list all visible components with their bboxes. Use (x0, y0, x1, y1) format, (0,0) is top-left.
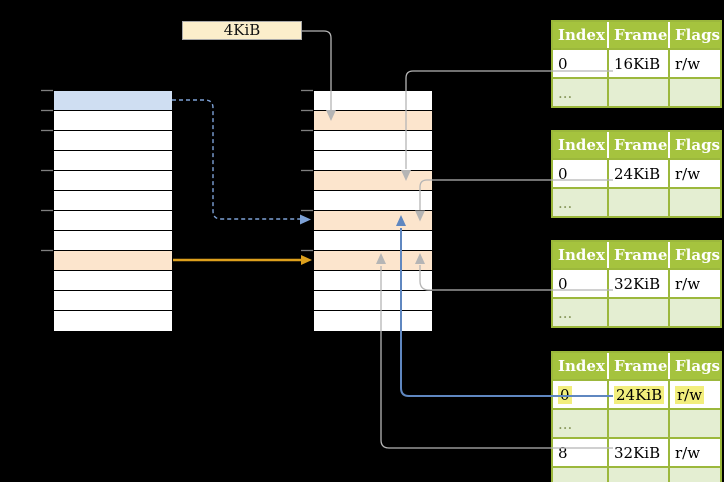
memory-row-white (314, 151, 432, 171)
memory-row-white (314, 311, 432, 331)
connector-virtual-blue-to-frame-24kib (172, 99, 300, 220)
page-table-header-cell: Frame (607, 242, 668, 268)
page-table-cell (607, 410, 668, 437)
page-table-cell: 0 (558, 164, 568, 183)
page-table-cell (668, 79, 720, 106)
memory-row-white (314, 91, 432, 111)
memory-row-orange (314, 211, 432, 231)
page-table-header-cell: Flags (668, 22, 720, 48)
page-table-cell: ... (558, 83, 573, 102)
page-table-row-ellipsis: ... (553, 77, 720, 106)
page-table-header-cell: Frame (607, 22, 668, 48)
arrowhead-virtual-blue-to-frame-24kib (300, 214, 311, 225)
memory-row-orange (314, 111, 432, 131)
page-table-header-cell: Flags (668, 242, 720, 268)
memory-row-white (314, 191, 432, 211)
page-table-header-cell: Index (558, 26, 605, 44)
page-table-cell: r/w (668, 270, 720, 297)
highlighted-value: 0 (558, 385, 572, 404)
page-table-cell: 32KiB (607, 439, 668, 466)
page-table-header-cell: Frame (607, 353, 668, 379)
page-table-cell (607, 189, 668, 216)
page-table-cell (607, 299, 668, 326)
memory-row-white (314, 231, 432, 251)
page-table-cell: 24KiB (607, 160, 668, 187)
page-table-row: 0 24KiB r/w (553, 379, 720, 408)
page-table-cell: ... (558, 193, 573, 212)
page-table-cell: r/w (668, 50, 720, 77)
page-table-cell: r/w (668, 439, 720, 466)
memory-row-white (54, 291, 172, 311)
memory-row-white (54, 131, 172, 151)
physical-memory-table (313, 90, 433, 332)
page-table-cell: 0 (558, 274, 568, 293)
page-table-cell (668, 299, 720, 326)
page-table-cell (668, 468, 720, 482)
page-table-header-cell: Index (558, 357, 605, 375)
page-table-cell: 32KiB (607, 270, 668, 297)
page-table-header-cell: Flags (668, 132, 720, 158)
memory-row-white (54, 171, 172, 191)
page-table-header-cell: Index (558, 136, 605, 154)
page-table-cell: ... (558, 414, 573, 433)
highlighted-value: 24KiB (614, 385, 665, 404)
page-table-cell: ... (558, 472, 573, 482)
memory-row-orange (314, 171, 432, 191)
page-table-header-cell: Index (558, 246, 605, 264)
page-table-header-cell: Frame (607, 132, 668, 158)
memory-row-white (54, 231, 172, 251)
highlighted-value: r/w (675, 385, 705, 404)
page-table-cell: 8 (558, 443, 568, 462)
memory-row-orange (54, 251, 172, 271)
memory-row-white (54, 151, 172, 171)
memory-row-blue (54, 91, 172, 111)
page-table-row-ellipsis: ... (553, 297, 720, 326)
page-table-cell: 16KiB (607, 50, 668, 77)
arrowhead-virtual-orange-to-frame-32kib (301, 255, 312, 265)
memory-row-white (314, 131, 432, 151)
frame-size-label: 4KiB (182, 21, 302, 40)
memory-row-white (314, 271, 432, 291)
page-table-row-ellipsis: ... (553, 466, 720, 482)
page-table-cell: 0 (558, 54, 568, 73)
page-table-row-ellipsis: ... (553, 187, 720, 216)
page-table-cell: r/w (668, 381, 720, 408)
memory-row-white (54, 111, 172, 131)
page-table-cell: r/w (668, 160, 720, 187)
memory-row-white (54, 211, 172, 231)
page-table-cell: 0 (553, 381, 607, 408)
page-table-header-cell: Flags (668, 353, 720, 379)
page-table-cell (668, 189, 720, 216)
memory-row-white (54, 271, 172, 291)
page-table-cell: ... (558, 303, 573, 322)
page-table-cell (668, 410, 720, 437)
memory-row-white (54, 311, 172, 331)
page-table-cell (607, 468, 668, 482)
memory-row-orange (314, 251, 432, 271)
page-table-cell (607, 79, 668, 106)
virtual-memory-table (53, 90, 173, 332)
page-table-cell: 24KiB (607, 381, 668, 408)
memory-row-white (54, 191, 172, 211)
memory-row-white (314, 291, 432, 311)
page-table-row-ellipsis: ... (553, 408, 720, 437)
